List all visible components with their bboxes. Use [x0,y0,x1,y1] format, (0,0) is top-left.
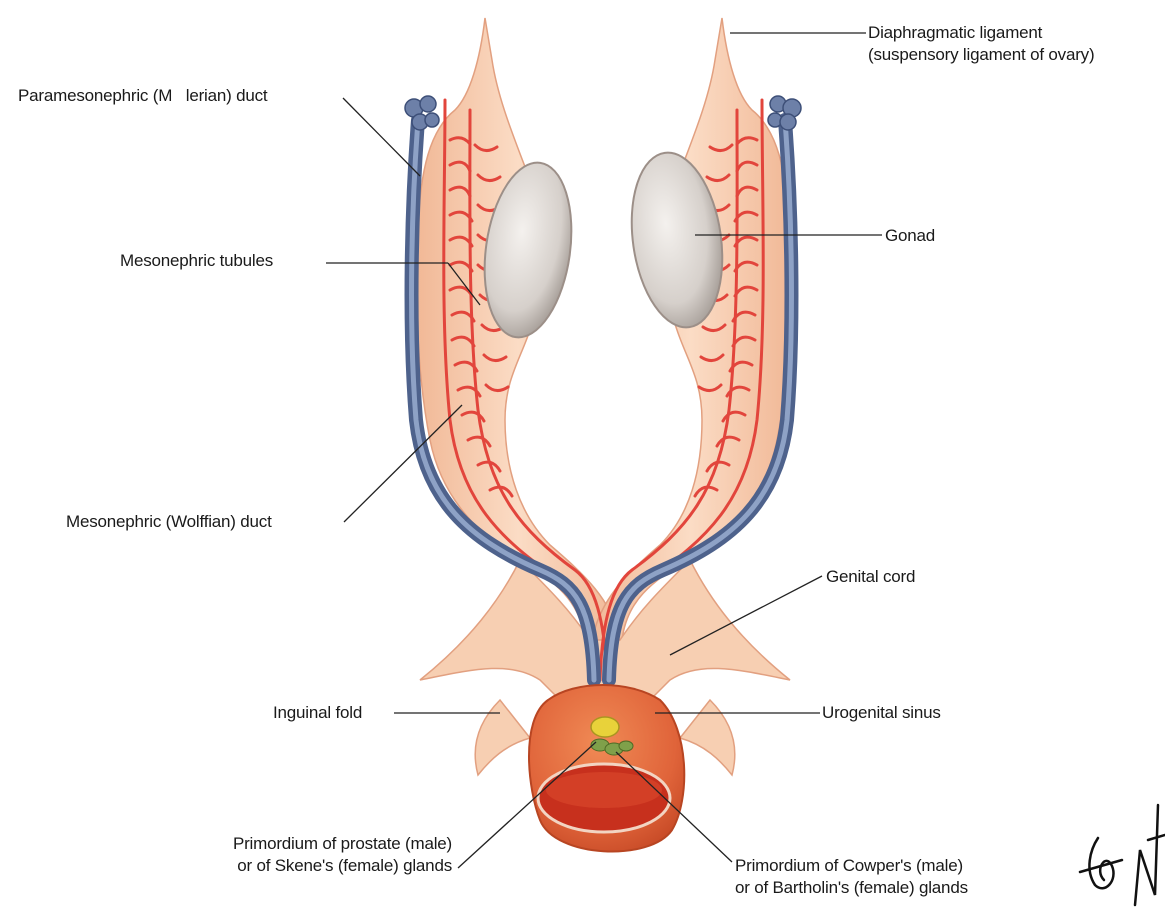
left-fimbriae [405,96,439,130]
label-diaphragmatic-ligament: Diaphragmatic ligament (suspensory ligam… [868,22,1094,66]
primordium-prostate-line2: or of Skene's (female) glands [172,855,452,877]
primordium-prostate-line1: Primordium of prostate (male) [172,833,452,855]
primordium-cowper-line1: Primordium of Cowper's (male) [735,855,968,877]
primordium-cowper-line2: or of Bartholin's (female) glands [735,877,968,899]
right-inguinal-fold [680,700,735,775]
label-paramesonephric-duct: Paramesonephric (M lerian) duct [18,85,267,107]
label-gonad: Gonad [885,225,935,247]
label-urogenital-sinus: Urogenital sinus [822,702,941,724]
diaphragmatic-ligament-line2: (suspensory ligament of ovary) [868,44,1094,66]
label-primordium-prostate: Primordium of prostate (male) or of Sken… [172,833,452,877]
label-mesonephric-tubules: Mesonephric tubules [120,250,273,272]
left-inguinal-fold [475,700,530,775]
artist-signature-icon [1080,805,1165,905]
prostate-primordium [591,717,619,737]
label-mesonephric-duct: Mesonephric (Wolffian) duct [66,511,272,533]
label-primordium-cowper: Primordium of Cowper's (male) or of Bart… [735,855,968,899]
right-fimbriae [768,96,801,130]
diaphragmatic-ligament-line1: Diaphragmatic ligament [868,22,1094,44]
label-inguinal-fold: Inguinal fold [273,702,362,724]
label-genital-cord: Genital cord [826,566,915,588]
